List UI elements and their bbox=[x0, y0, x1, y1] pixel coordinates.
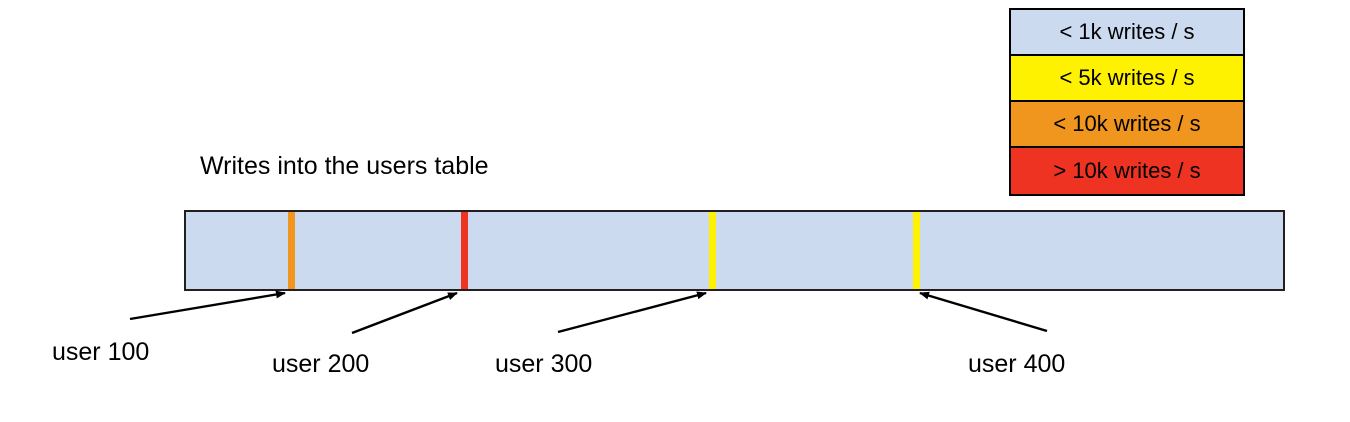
callout-label-user-300: user 300 bbox=[495, 350, 593, 378]
callout-label-user-400: user 400 bbox=[968, 350, 1066, 378]
user-100-arrow bbox=[129, 290, 286, 321]
write-rate-legend: < 1k writes / s < 5k writes / s < 10k wr… bbox=[1009, 8, 1245, 196]
user-200-stripe bbox=[461, 212, 468, 289]
users-table-band bbox=[184, 210, 1285, 291]
user-400-arrow bbox=[919, 291, 1048, 333]
callout-label-user-200: user 200 bbox=[272, 350, 370, 378]
legend-item-high-label: < 10k writes / s bbox=[1053, 111, 1201, 136]
legend-item-low-label: < 1k writes / s bbox=[1059, 19, 1195, 44]
user-300-arrow bbox=[557, 291, 707, 334]
user-200-arrow bbox=[351, 291, 458, 335]
legend-item-high: < 10k writes / s bbox=[1011, 102, 1243, 148]
legend-item-mid-label: < 5k writes / s bbox=[1059, 65, 1195, 90]
legend-item-low: < 1k writes / s bbox=[1011, 10, 1243, 56]
chart-title: Writes into the users table bbox=[200, 152, 489, 180]
legend-item-critical: > 10k writes / s bbox=[1011, 148, 1243, 194]
user-300-stripe bbox=[709, 212, 716, 289]
legend-item-critical-label: > 10k writes / s bbox=[1053, 158, 1201, 183]
callout-label-user-100: user 100 bbox=[52, 338, 150, 366]
user-400-stripe bbox=[913, 212, 920, 289]
user-100-stripe bbox=[288, 212, 295, 289]
legend-item-mid: < 5k writes / s bbox=[1011, 56, 1243, 102]
